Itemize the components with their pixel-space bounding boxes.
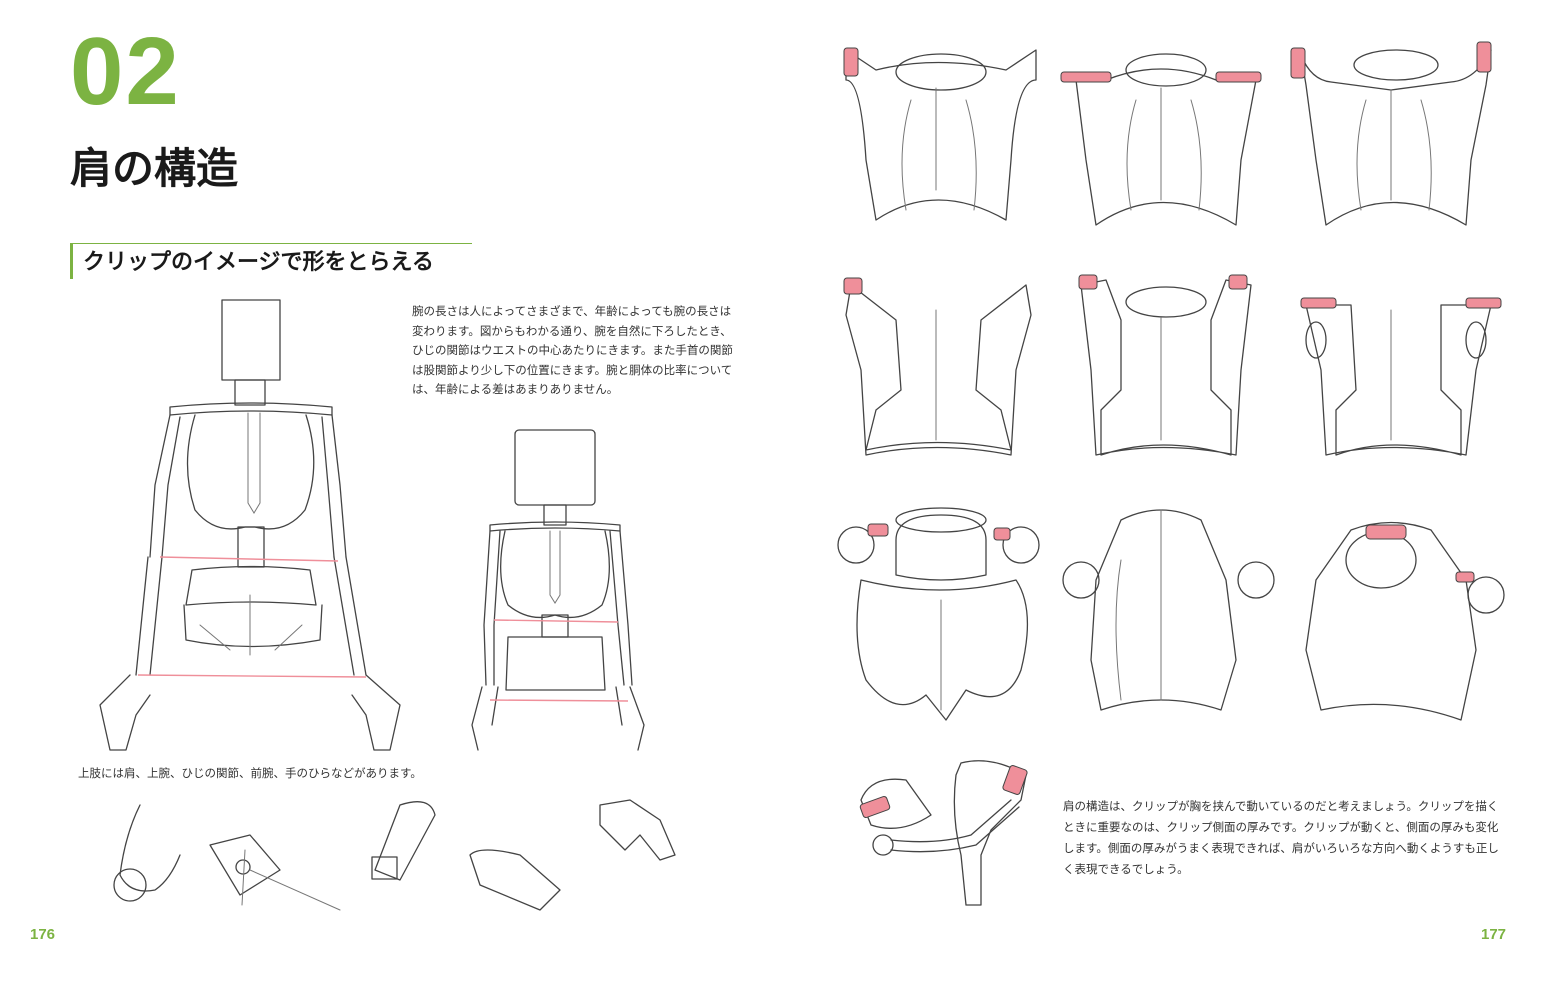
torso-front-2 [1060, 53, 1262, 226]
right-page: 肩の構造は、クリップが胸を挟んで動いているのだと考えましょう。クリップを描くとき… [781, 0, 1562, 988]
torso-three-quarter-2 [1062, 509, 1275, 711]
torso-front-1 [843, 47, 1037, 221]
torso-back-views [843, 274, 1502, 456]
chapter-number: 02 [70, 18, 181, 125]
torso-front-3 [1290, 41, 1492, 226]
torso-three-quarter-3 [1305, 521, 1505, 721]
left-page: 02 肩の構造 クリップのイメージで形をとらえる 腕の長さは人によってさまざまで… [30, 18, 733, 944]
torso-back-1 [843, 277, 1032, 456]
torso-back-2 [1078, 274, 1252, 456]
torso-front-views [843, 41, 1492, 226]
page-number-right: 177 [1481, 926, 1507, 943]
chapter-title: 肩の構造 [70, 144, 239, 193]
torso-three-quarter-1 [837, 507, 1040, 721]
caption-upper-limb: 上肢には肩、上腕、ひじの関節、前腕、手のひらなどがあります。 [78, 766, 422, 780]
page-number-left: 176 [30, 926, 56, 943]
skeleton-illustration-small [471, 429, 645, 751]
shoulder-clip-diagram [859, 760, 1028, 906]
intro-paragraph: 腕の長さは人によってさまざまで、年齢によっても腕の長さは変わります。図からもわか… [412, 304, 733, 397]
body-paragraph: 肩の構造は、クリップが胸を挟んで動いているのだと考えましょう。クリップを描くとき… [1063, 799, 1499, 876]
torso-back-3 [1300, 297, 1502, 456]
torso-three-quarter-views [837, 507, 1505, 721]
skeleton-illustration-large [99, 299, 401, 751]
limb-sketch-row [113, 799, 676, 911]
section-heading-text: クリップのイメージで形をとらえる [83, 250, 434, 275]
section-heading: クリップのイメージで形をとらえる [70, 243, 472, 279]
